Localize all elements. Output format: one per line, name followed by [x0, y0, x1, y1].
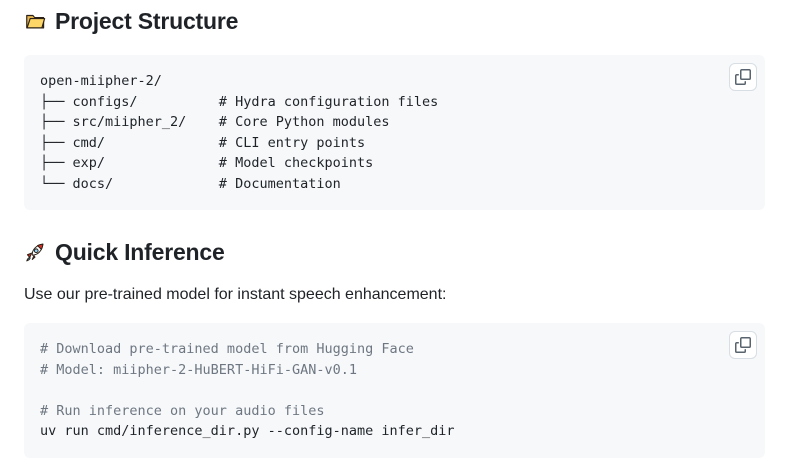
code-content-project-structure: open-miipher-2/├── configs/ # Hydra conf…: [40, 73, 439, 192]
intro-text: Use our pre-trained model for instant sp…: [24, 286, 447, 303]
copy-icon: [735, 337, 751, 353]
section-title: Project Structure: [55, 8, 239, 34]
copy-icon: [735, 69, 751, 85]
readme-content: Project Structure open-miipher-2/├── con…: [0, 6, 800, 458]
code-content-quick-inference: # Download pre-trained model from Huggin…: [40, 341, 455, 439]
code-block-project-structure: open-miipher-2/├── configs/ # Hydra conf…: [24, 55, 765, 210]
section-heading-quick-inference: Quick Inference: [24, 237, 776, 267]
rocket-icon: [24, 241, 46, 263]
copy-button[interactable]: [729, 63, 757, 91]
section-heading-project-structure: Project Structure: [24, 6, 776, 36]
code-block-quick-inference: # Download pre-trained model from Huggin…: [24, 323, 765, 458]
copy-button[interactable]: [729, 331, 757, 359]
open-folder-icon: [24, 10, 46, 32]
section-title: Quick Inference: [55, 239, 225, 265]
